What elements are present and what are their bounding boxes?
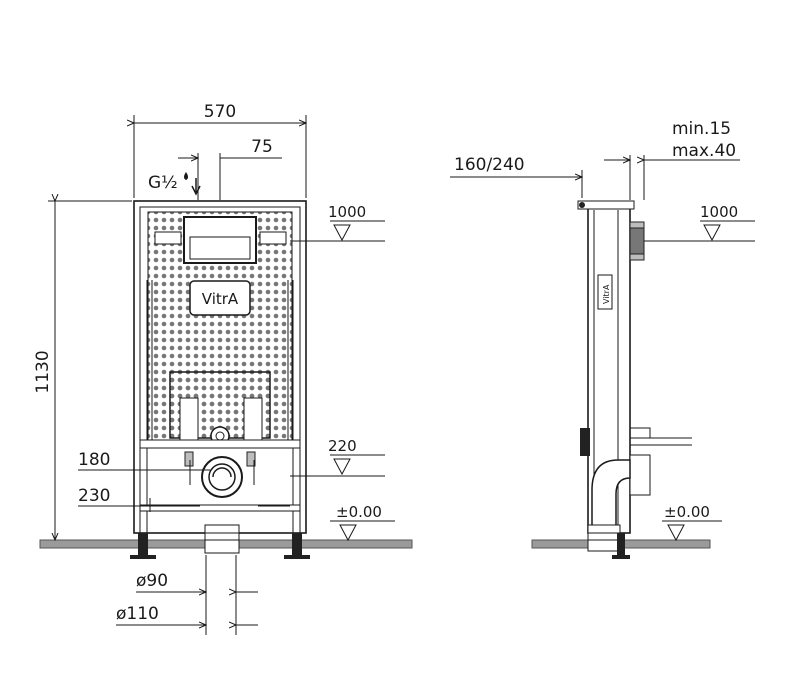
- level-220: 220: [328, 437, 357, 455]
- height-dimension: 1130: [33, 350, 53, 393]
- diameter-90: ø90: [136, 571, 168, 591]
- level-zero-side: ±0.00: [664, 503, 710, 521]
- logo-text-front: VitrA: [202, 290, 239, 308]
- width-dimension: 570: [204, 102, 236, 122]
- front-view: VitrA 570: [33, 102, 413, 635]
- inlet-arrow-icon: [191, 178, 201, 196]
- drain-bend: [591, 459, 631, 531]
- level-zero-front: ±0.00: [336, 503, 382, 521]
- offset-dimension: 75: [251, 137, 273, 157]
- dimension-230: 230: [78, 486, 110, 506]
- level-1000-front: 1000: [328, 203, 366, 221]
- min-dimension: min.15: [672, 119, 731, 139]
- max-dimension: max.40: [672, 141, 736, 161]
- side-view: VitrA 160/240 min.15 max.40 1000 ±0.: [450, 119, 755, 559]
- vitra-logo-side: [597, 274, 613, 310]
- logo-text-side: VitrA: [602, 284, 611, 304]
- thread-label: G½: [148, 173, 178, 193]
- depth-dimension: 160/240: [454, 155, 525, 175]
- water-drop-icon: [184, 172, 188, 180]
- diameter-110: ø110: [116, 604, 159, 624]
- level-1000-side: 1000: [700, 203, 738, 221]
- vitra-logo-front: [189, 280, 251, 316]
- dimension-180: 180: [78, 450, 110, 470]
